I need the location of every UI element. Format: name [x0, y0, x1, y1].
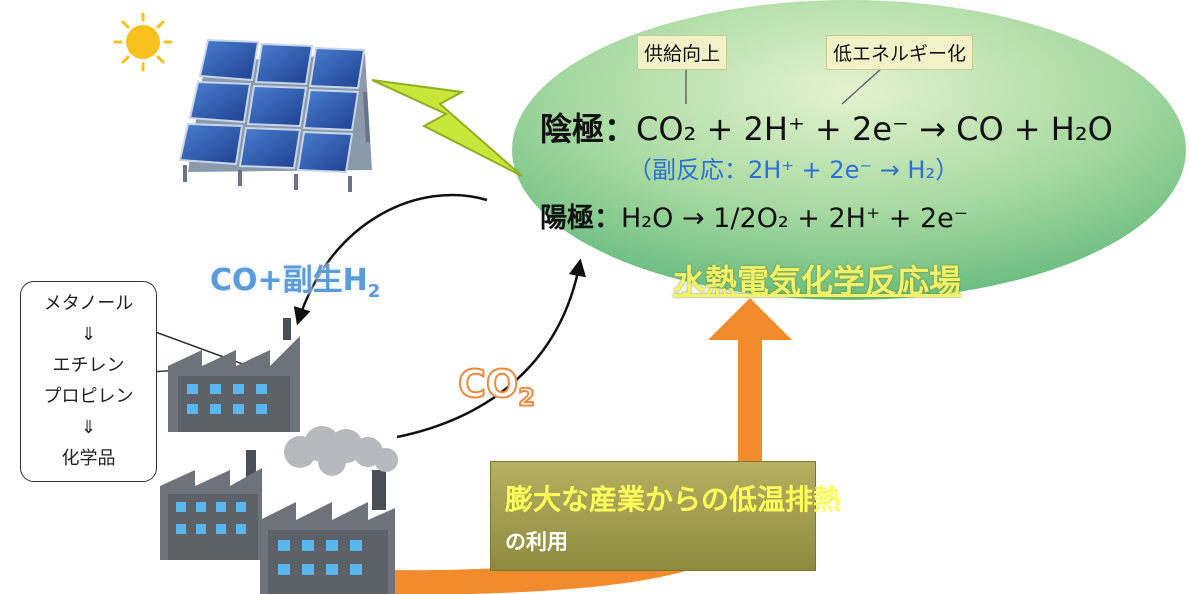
co-h2-subscript: 2 — [367, 281, 381, 302]
co2-subscript: 2 — [517, 383, 536, 413]
supply-tag: 供給向上 — [637, 35, 728, 70]
sun-icon — [113, 12, 173, 72]
co2-flow-arrow — [396, 258, 587, 439]
solar-panel-icon — [178, 38, 372, 192]
reaction-field-ellipse — [512, 0, 1186, 300]
low-energy-tag: 低エネルギー化 — [826, 35, 974, 70]
factory-icon — [160, 318, 398, 594]
lightning-icon — [371, 79, 523, 177]
product-arrow-1: ⇓ — [80, 324, 97, 345]
products-bubble: メタノール ⇓ エチレン プロピレン ⇓ 化学品 — [20, 281, 157, 482]
anode-equation: H₂O → 1/2O₂ + 2H⁺ + 2e⁻ — [621, 203, 969, 234]
co2-main: CO — [457, 361, 519, 407]
waste-heat-subtitle: の利用 — [505, 530, 568, 554]
product-methanol: メタノール — [43, 293, 134, 314]
anode-reaction: 陽極：H₂O → 1/2O₂ + 2H⁺ + 2e⁻ — [540, 196, 968, 235]
product-arrow-2: ⇓ — [80, 417, 97, 438]
co-h2-main: CO+副生H — [210, 263, 368, 298]
energy-callout-line — [841, 67, 883, 105]
co2-label: CO2 — [457, 361, 536, 413]
cathode-equation: CO₂ + 2H⁺ + 2e⁻ → CO + H₂O — [636, 110, 1113, 148]
waste-heat-title: 膨大な産業からの低温排熱 — [505, 483, 842, 516]
side-reaction: （副反応：2H⁺ + 2e⁻ → H₂） — [628, 156, 960, 184]
co-flow-arrow — [293, 193, 488, 326]
reaction-field-title: 水熱電気化学反応場 — [673, 262, 962, 300]
anode-label: 陽極： — [540, 203, 621, 234]
cathode-label: 陰極： — [540, 110, 637, 148]
heat-flow-arrow — [390, 298, 792, 594]
product-chemicals: 化学品 — [61, 448, 116, 469]
product-ethylene: エチレン — [52, 355, 125, 376]
cathode-reaction: 陰極：CO₂ + 2H⁺ + 2e⁻ → CO + H₂O — [540, 104, 1113, 150]
co-h2-label: CO+副生H2 — [210, 255, 380, 302]
waste-heat-box: 膨大な産業からの低温排熱 の利用 — [490, 461, 842, 571]
product-propylene: プロピレン — [43, 386, 134, 407]
